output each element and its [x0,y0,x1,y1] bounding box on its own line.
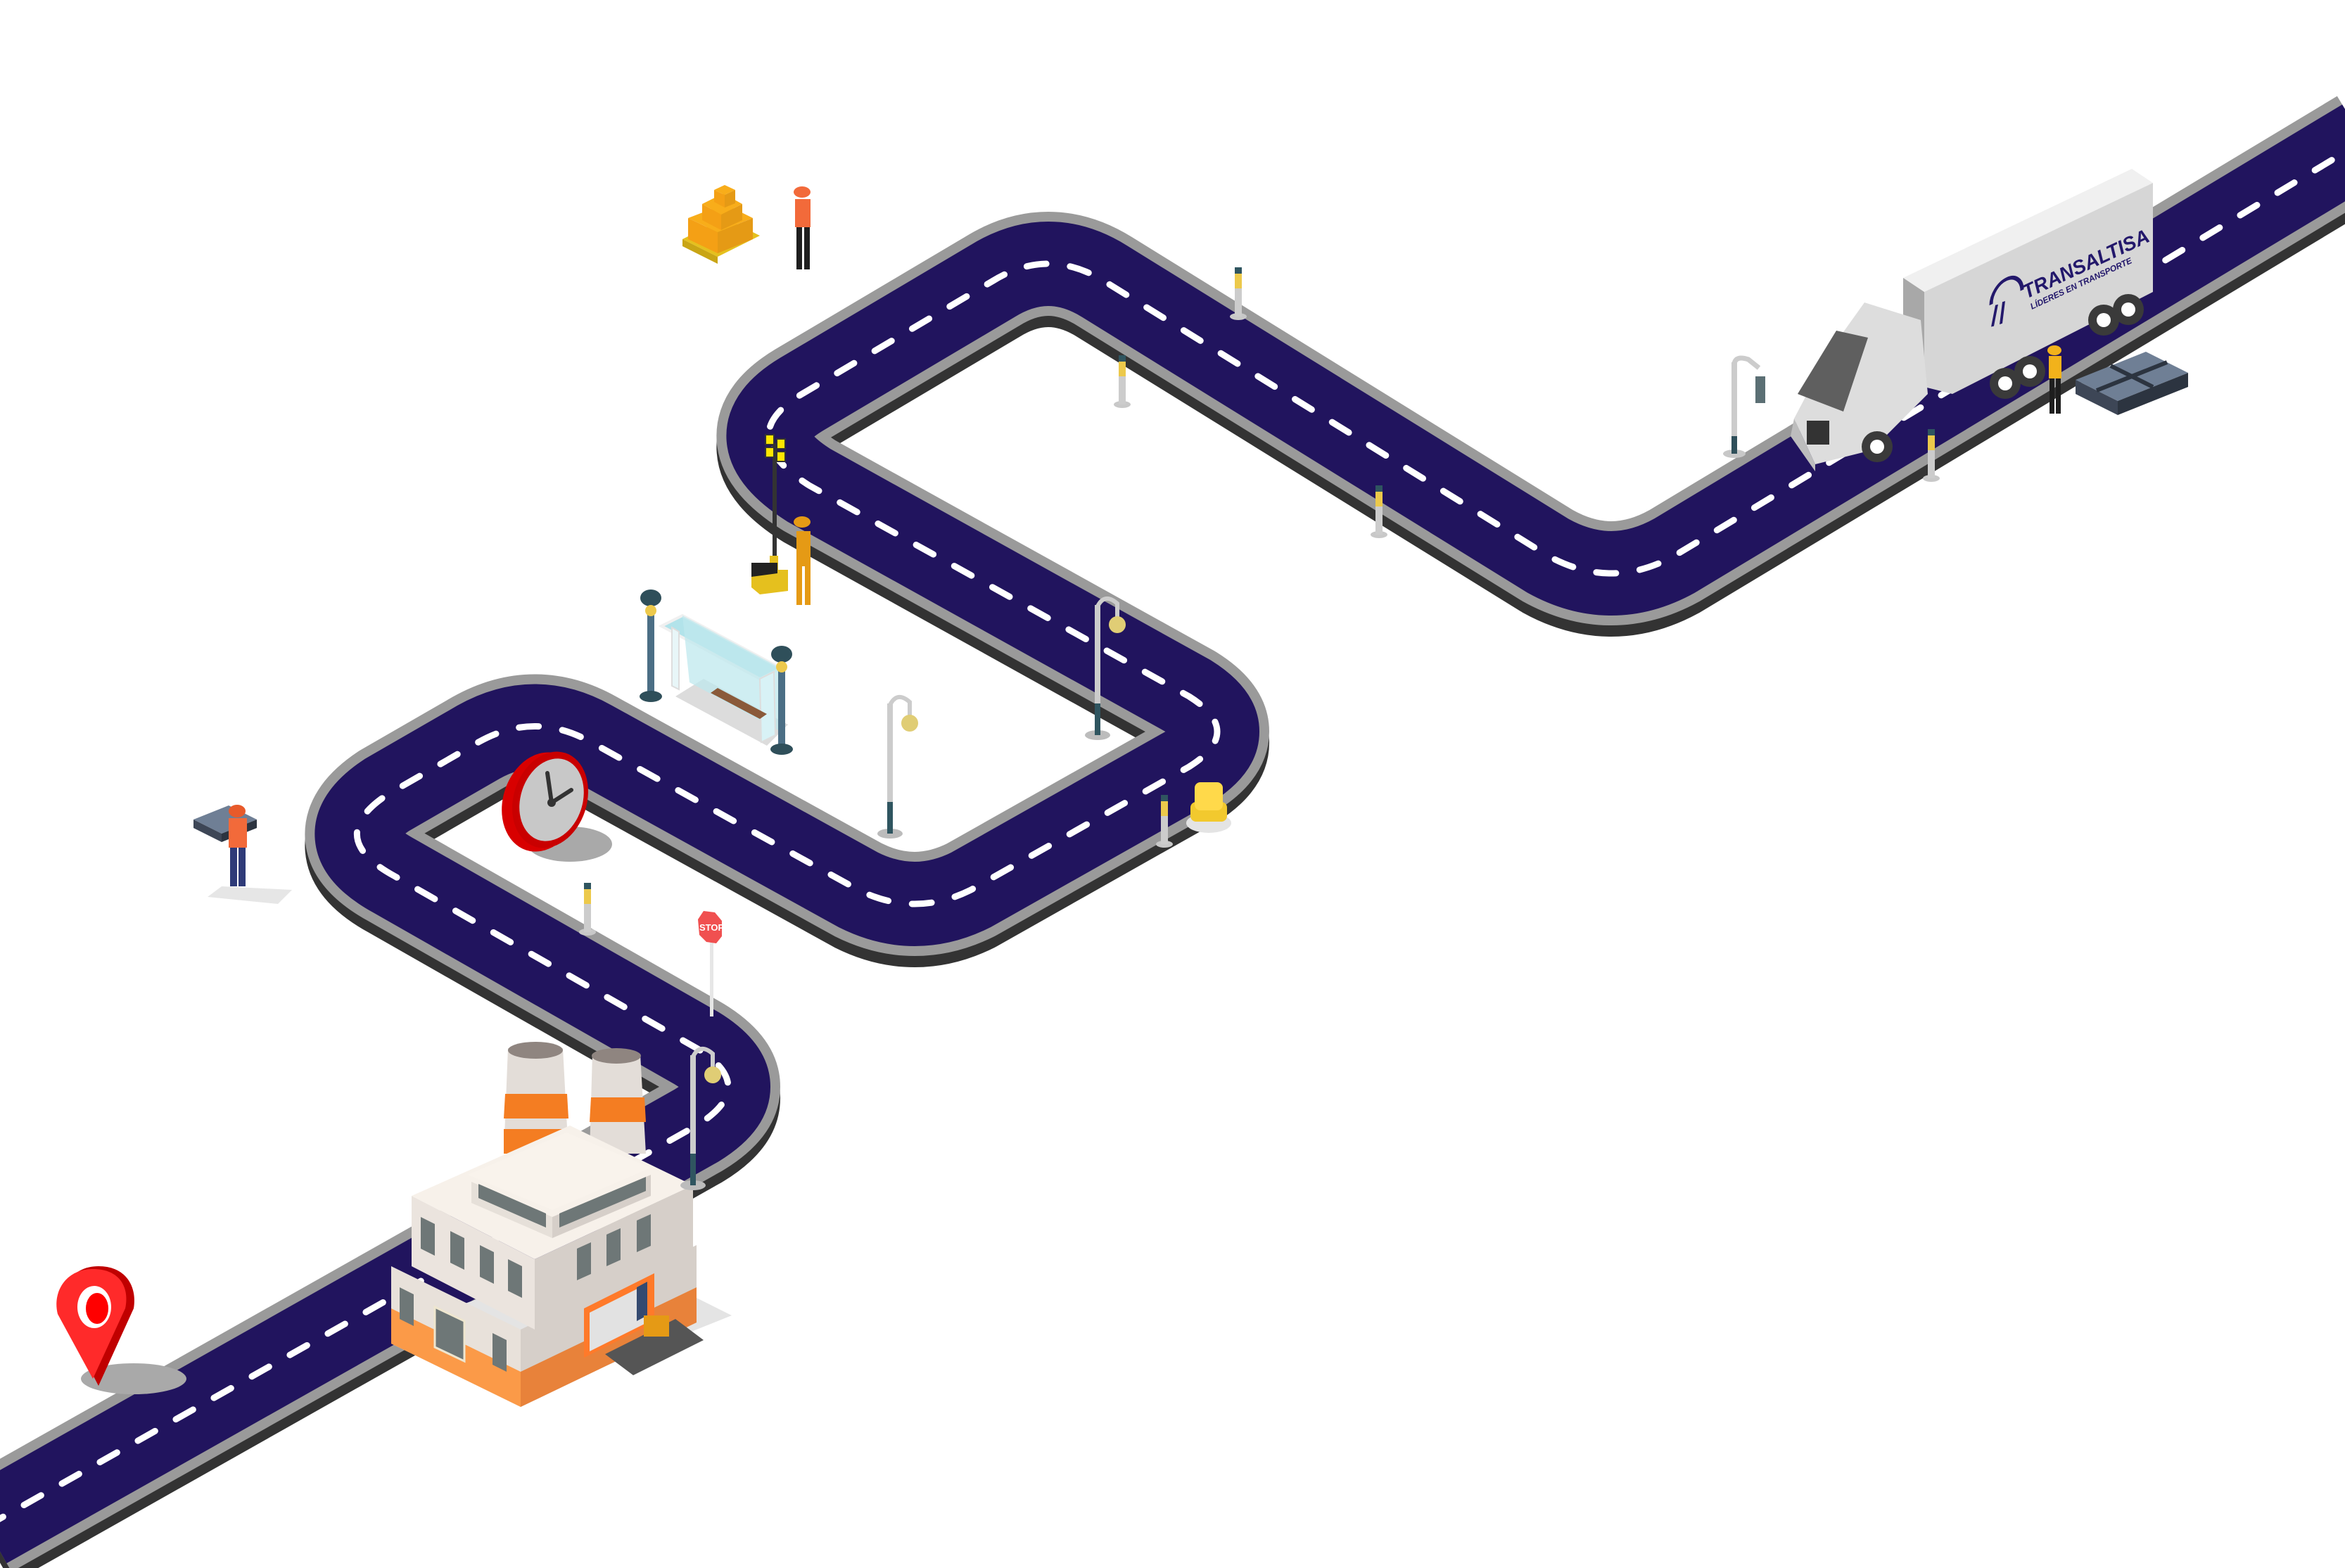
road [0,96,2345,1568]
street-lamp [680,1047,721,1190]
lamp-bulb-icon [901,715,918,732]
truck-logo [1989,276,2024,327]
worker-icon [794,516,811,605]
lamp-bulb-icon [704,1066,721,1083]
lane-markings [0,148,2345,1522]
worker-icon [2047,345,2061,414]
lamp-bulb-icon [1109,616,1126,633]
street-lamp [877,695,918,839]
factory-windows [400,1214,651,1372]
bollard [1371,485,1387,538]
street-lamp [770,646,793,755]
truck-icon: TRANSALTISA LÍDERES EN TRANSPORTE [1791,169,2153,471]
bus-stop [640,589,793,755]
truck: TRANSALTISA LÍDERES EN TRANSPORTE [1791,169,2188,471]
worker-icon [794,186,811,269]
pallet-icon [193,805,257,842]
pallet-icon [2076,352,2188,415]
hook-lamps [680,597,1126,1190]
traffic-light-icon [1755,376,1765,403]
pin-shadow [81,1363,186,1394]
map-pin-icon [56,1266,134,1386]
location-pin [56,1266,186,1394]
boxes-pallet [682,185,811,269]
hydrant-icon [1190,782,1227,822]
stop-sign-pole [710,936,713,1016]
stop-sign: STOP [698,911,724,1016]
bollard [1230,267,1247,320]
traffic-light [1723,355,1765,458]
factory-door [433,1305,466,1363]
light-tower-worker [751,434,811,605]
boxes-icon [688,185,753,253]
chimney-right [590,1048,646,1154]
street-lamp [1085,597,1126,740]
bollard [1156,795,1173,848]
bench [711,688,767,719]
steel-pallets-worker [193,805,292,904]
bollard-cap [1186,782,1231,833]
stop-sign-icon [698,911,722,943]
stop-sign-text: STOP [699,922,724,933]
loading-dock [584,1273,704,1375]
bollard [1114,355,1131,408]
bus-shelter-icon [658,613,784,744]
bollards [579,267,1940,936]
factory [391,1042,732,1407]
bollard [1923,429,1940,482]
bollard [579,883,596,936]
worker-icon [229,805,247,886]
street-lamp [640,589,662,702]
clock-icon [502,751,588,852]
clock [502,751,612,862]
